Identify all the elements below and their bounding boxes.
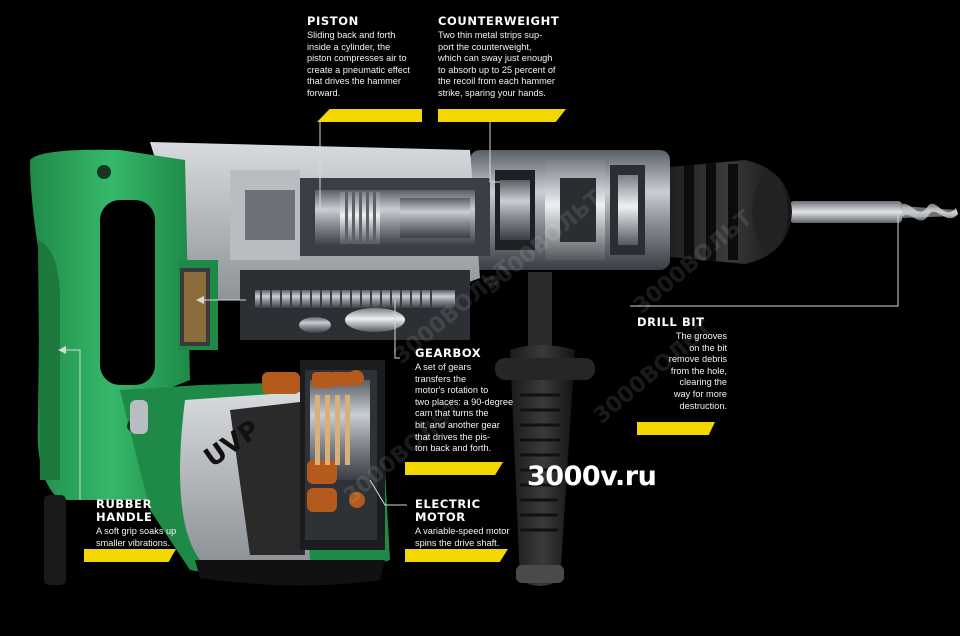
callout-electric-motor: ELECTRIC MOTOR A variable-speed motor sp… (405, 497, 530, 562)
callout-rubber-handle: RUBBER HANDLE A soft grip soaks up small… (84, 497, 206, 562)
callout-title: RUBBER HANDLE (96, 497, 153, 524)
callout-gearbox: GEARBOX A set of gears transfers the mot… (405, 346, 525, 475)
callout-title: DRILL BIT (637, 315, 705, 329)
motor-housing-part (120, 360, 390, 586)
top-housing-part (150, 142, 490, 300)
callout-body: The grooves on the bit remove debris fro… (668, 331, 727, 411)
callout-body: Sliding back and forth inside a cylinder… (307, 30, 410, 98)
yellow-bar (405, 462, 503, 475)
callout-body: Two thin metal strips sup- port the coun… (438, 30, 556, 98)
yellow-bar (317, 109, 422, 122)
chuck-part (660, 160, 792, 264)
barrel-part (470, 150, 670, 270)
drill-bit-part (790, 201, 958, 223)
leader-arrows (58, 296, 204, 354)
leader-lines (62, 120, 899, 506)
yellow-bar (84, 549, 176, 562)
callout-piston: PISTON Sliding back and forth inside a c… (307, 14, 427, 122)
callout-title: ELECTRIC MOTOR (415, 497, 481, 524)
callout-body: A soft grip soaks up smaller vibrations. (96, 526, 177, 548)
site-watermark-text: 3000v.ru (527, 461, 657, 492)
callout-body: A set of gears transfers the motor's rot… (415, 362, 514, 454)
side-grip-part (495, 272, 595, 586)
callout-body: A variable-speed motor spins the drive s… (415, 526, 510, 548)
callout-title: COUNTERWEIGHT (438, 14, 560, 28)
callout-title: GEARBOX (415, 346, 482, 360)
callout-title: PISTON (307, 14, 359, 28)
handle-part (30, 149, 218, 585)
callout-counterweight: COUNTERWEIGHT Two thin metal strips sup-… (438, 14, 578, 122)
gearbox-part (240, 270, 470, 340)
yellow-bar (637, 422, 715, 435)
yellow-bar (438, 109, 566, 122)
callout-drill-bit: DRILL BIT The grooves on the bit remove … (637, 315, 727, 435)
yellow-bar (405, 549, 508, 562)
